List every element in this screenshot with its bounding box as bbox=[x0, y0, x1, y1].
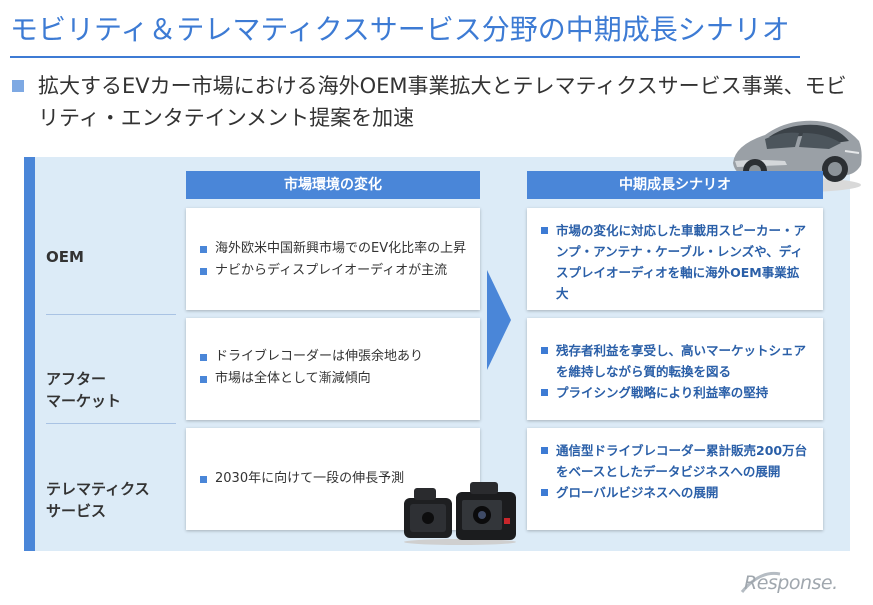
scenario-box-telematics: 通信型ドライブレコーダー累計販売200万台をベースとしたデータビジネスへの展開 … bbox=[527, 428, 823, 530]
list-item: 市場の変化に対応した車載用スピーカー・アンプ・アンテナ・ケーブル・レンズや、ディ… bbox=[541, 220, 809, 304]
row-label-text: アフター マーケット bbox=[46, 370, 122, 410]
title-underline bbox=[10, 56, 800, 58]
list-item: 市場は全体として漸減傾向 bbox=[200, 368, 480, 390]
market-box-oem: 海外欧米中国新興市場でのEV化比率の上昇 ナビからディスプレイオーディオが主流 bbox=[186, 208, 480, 310]
dashcam-image bbox=[404, 482, 516, 545]
row-label-text: OEM bbox=[46, 248, 84, 266]
response-logo-swoosh bbox=[740, 571, 781, 593]
scenario-box-oem: 市場の変化に対応した車載用スピーカー・アンプ・アンテナ・ケーブル・レンズや、ディ… bbox=[527, 208, 823, 310]
row-divider bbox=[46, 314, 176, 315]
list-item: 残存者利益を享受し、高いマーケットシェアを維持しながら質的転換を図る bbox=[541, 340, 809, 382]
row-label-telematics: テレマティクス サービス bbox=[46, 456, 176, 522]
panel-accent-bar bbox=[24, 157, 35, 551]
response-logo: Response. bbox=[744, 572, 838, 594]
header-market-change: 市場環境の変化 bbox=[186, 171, 480, 199]
row-label-text: テレマティクス サービス bbox=[46, 480, 150, 520]
list-item: 通信型ドライブレコーダー累計販売200万台をベースとしたデータビジネスへの展開 bbox=[541, 440, 809, 482]
list-item: プライシング戦略により利益率の堅持 bbox=[541, 382, 809, 403]
market-box-aftermarket: ドライブレコーダーは伸張余地あり 市場は全体として漸減傾向 bbox=[186, 318, 480, 420]
bullet-square-icon bbox=[12, 80, 24, 92]
scenario-box-aftermarket: 残存者利益を享受し、高いマーケットシェアを維持しながら質的転換を図る プライシン… bbox=[527, 318, 823, 420]
right-arrow-icon bbox=[487, 270, 511, 370]
lead-text: 拡大するEVカー市場における海外OEM事業拡大とテレマティクスサービス事業、モビ… bbox=[38, 74, 847, 130]
header-growth-scenario: 中期成長シナリオ bbox=[527, 171, 823, 199]
list-item: ナビからディスプレイオーディオが主流 bbox=[200, 260, 480, 282]
list-item: 海外欧米中国新興市場でのEV化比率の上昇 bbox=[200, 238, 480, 260]
list-item: グローバルビジネスへの展開 bbox=[541, 482, 809, 503]
row-label-oem: OEM bbox=[46, 246, 176, 268]
row-divider bbox=[46, 423, 176, 424]
page-title: モビリティ＆テレマティクスサービス分野の中期成長シナリオ bbox=[10, 13, 790, 46]
row-label-aftermarket: アフター マーケット bbox=[46, 346, 176, 412]
list-item: 2030年に向けて一段の伸長予測 bbox=[200, 468, 480, 490]
list-item: ドライブレコーダーは伸張余地あり bbox=[200, 346, 480, 368]
